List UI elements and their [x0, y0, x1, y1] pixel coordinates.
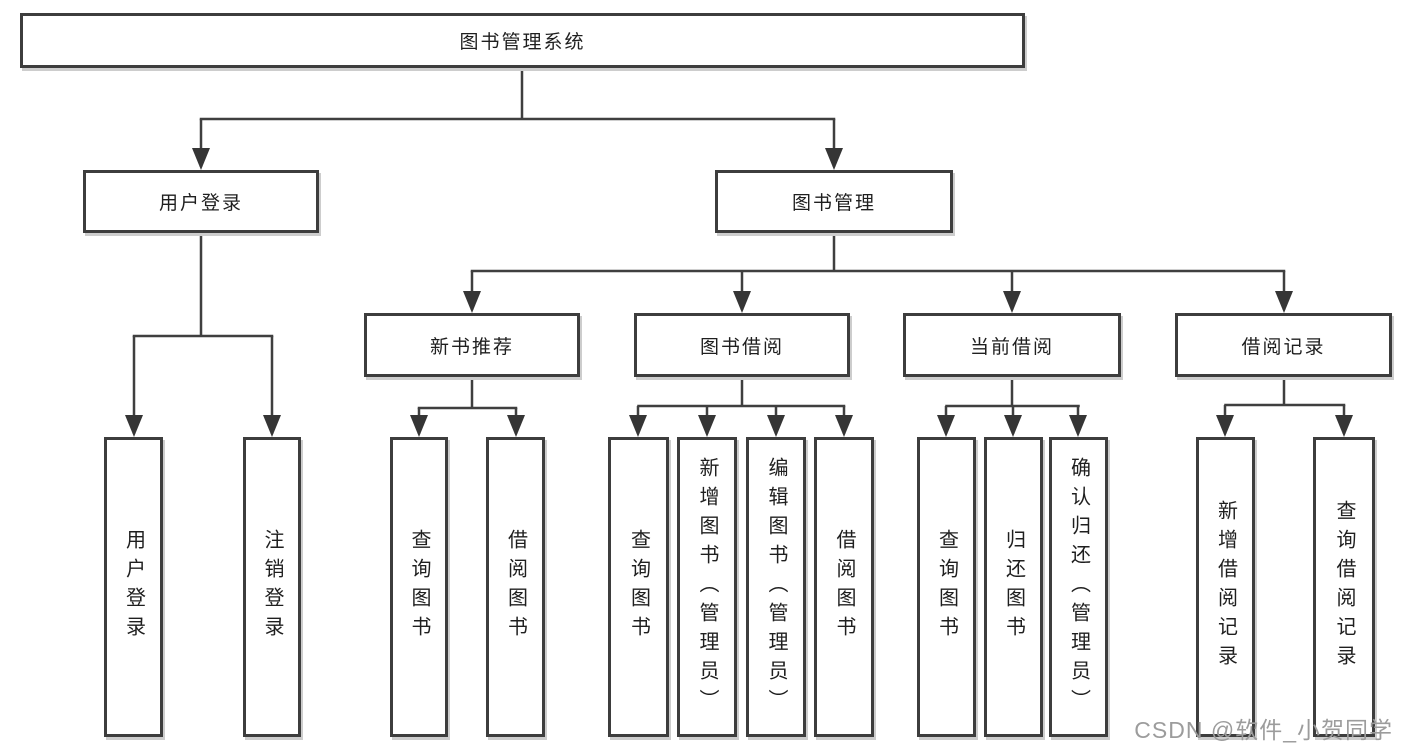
connector-root	[192, 68, 843, 170]
node-label: 注销登录	[261, 529, 283, 645]
node-label: 查询图书	[935, 529, 958, 645]
node-label: 图书借阅	[699, 336, 784, 358]
node-add-borrow-record: 新增借阅记录	[1196, 437, 1255, 737]
node-label: 借阅图书	[833, 529, 855, 645]
connector-new-book-recommend	[410, 377, 525, 437]
connector-current-borrow	[937, 377, 1087, 437]
connector-user-login	[125, 233, 281, 437]
node-user-login: 用户登录	[83, 170, 319, 233]
node-query-books-recommend: 查询图书	[390, 437, 448, 737]
node-library-system: 图书管理系统	[20, 13, 1025, 68]
node-label: 图书管理系统	[459, 32, 586, 53]
node-label: 当前借阅	[969, 336, 1054, 358]
node-label: 借阅记录	[1241, 336, 1326, 358]
node-borrow-books-action: 借阅图书	[814, 437, 874, 737]
node-label: 借阅图书	[504, 529, 527, 645]
node-query-borrow-record: 查询借阅记录	[1313, 437, 1375, 737]
node-label: 确认归还（管理员）	[1067, 456, 1090, 718]
node-borrow-records: 借阅记录	[1175, 313, 1392, 377]
node-new-book-recommend: 新书推荐	[364, 313, 580, 377]
node-book-management: 图书管理	[715, 170, 953, 233]
connector-book-management	[463, 233, 1293, 313]
node-confirm-return-admin: 确认归还（管理员）	[1049, 437, 1108, 737]
node-label: 新增图书（管理员）	[696, 456, 718, 718]
node-label: 用户登录	[158, 193, 243, 214]
node-edit-books-admin: 编辑图书（管理员）	[746, 437, 806, 737]
node-return-books: 归还图书	[984, 437, 1043, 737]
node-label: 归还图书	[1002, 529, 1025, 645]
node-label: 查询借阅记录	[1333, 500, 1355, 674]
node-label: 新书推荐	[429, 336, 514, 358]
node-logout-action: 注销登录	[243, 437, 301, 737]
node-query-books-borrow: 查询图书	[608, 437, 669, 737]
node-label: 编辑图书（管理员）	[765, 456, 787, 718]
node-query-books-current: 查询图书	[917, 437, 976, 737]
node-label: 查询图书	[627, 529, 650, 645]
node-label: 查询图书	[408, 529, 430, 645]
connector-borrow-records	[1216, 377, 1353, 437]
node-label: 图书管理	[791, 193, 876, 214]
node-label: 用户登录	[122, 529, 145, 645]
node-current-borrow: 当前借阅	[903, 313, 1121, 377]
node-label: 新增借阅记录	[1214, 500, 1237, 674]
node-borrow-books-recommend: 借阅图书	[486, 437, 545, 737]
csdn-watermark: CSDN @软件_小贺同学	[1134, 717, 1393, 743]
node-add-books-admin: 新增图书（管理员）	[677, 437, 737, 737]
connector-book-borrow	[629, 377, 853, 437]
node-user-login-action: 用户登录	[104, 437, 163, 737]
node-book-borrow: 图书借阅	[634, 313, 850, 377]
